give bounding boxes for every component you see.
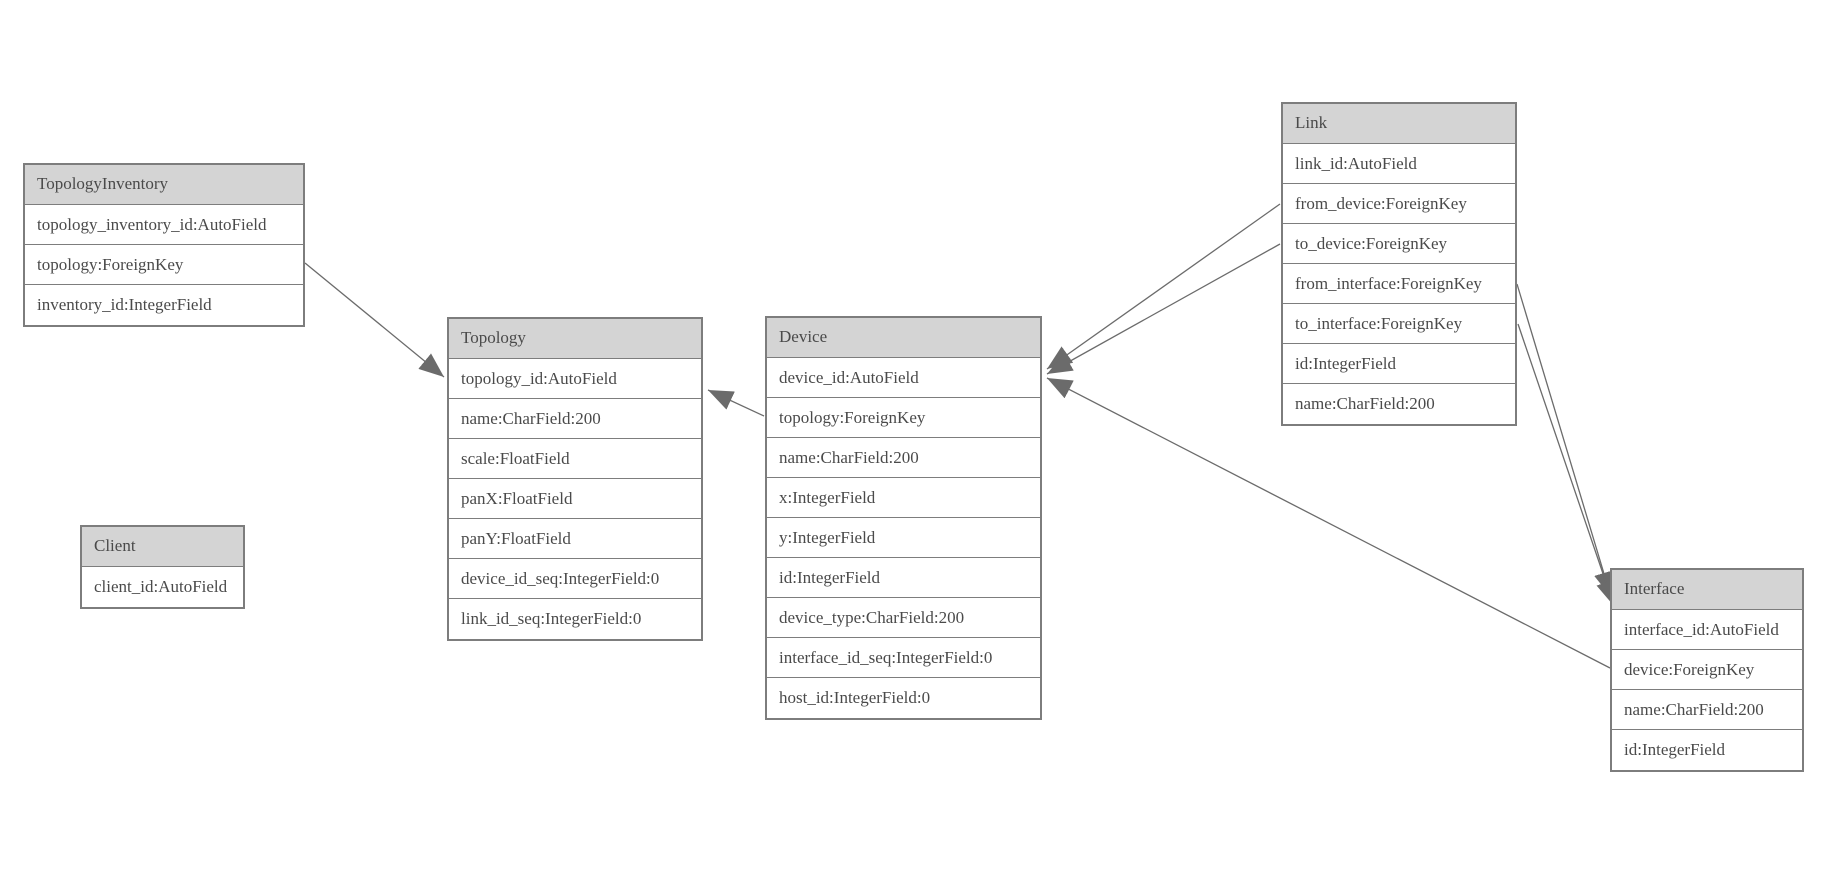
entity-field-row: scale:FloatField xyxy=(449,439,701,479)
entity-field-row: topology_inventory_id:AutoField xyxy=(25,205,303,245)
entity-field-row: y:IntegerField xyxy=(767,518,1040,558)
entity-title-client: Client xyxy=(82,527,243,567)
entity-field-row: inventory_id:IntegerField xyxy=(25,285,303,325)
entity-field-row: name:CharField:200 xyxy=(449,399,701,439)
entity-field-row: from_device:ForeignKey xyxy=(1283,184,1515,224)
relation-topologyinventory-topology-to-topology xyxy=(304,262,445,378)
entity-field-row: to_interface:ForeignKey xyxy=(1283,304,1515,344)
entity-field-row: panX:FloatField xyxy=(449,479,701,519)
entity-field-row: client_id:AutoField xyxy=(82,567,243,607)
entity-field-row: id:IntegerField xyxy=(1283,344,1515,384)
entity-title-topology: Topology xyxy=(449,319,701,359)
entity-field-row: to_device:ForeignKey xyxy=(1283,224,1515,264)
entity-title-device: Device xyxy=(767,318,1040,358)
relation-link-to_device-to-device xyxy=(1046,243,1281,375)
entity-field-row: host_id:IntegerField:0 xyxy=(767,678,1040,718)
entity-field-row: name:CharField:200 xyxy=(1612,690,1802,730)
entity-field-row: id:IntegerField xyxy=(767,558,1040,598)
entity-field-row: topology:ForeignKey xyxy=(767,398,1040,438)
entity-field-row: link_id_seq:IntegerField:0 xyxy=(449,599,701,639)
relation-link-to_interface-to-interface xyxy=(1517,323,1616,607)
entity-field-row: topology:ForeignKey xyxy=(25,245,303,285)
entity-field-row: topology_id:AutoField xyxy=(449,359,701,399)
relation-link-from_device-to-device xyxy=(1046,203,1281,370)
entity-title-link: Link xyxy=(1283,104,1515,144)
entity-field-row: device_type:CharField:200 xyxy=(767,598,1040,638)
entity-field-row: name:CharField:200 xyxy=(1283,384,1515,424)
entity-field-row: interface_id:AutoField xyxy=(1612,610,1802,650)
relation-link-from_interface-to-interface xyxy=(1516,283,1614,598)
entity-field-row: link_id:AutoField xyxy=(1283,144,1515,184)
entity-field-row: panY:FloatField xyxy=(449,519,701,559)
entity-field-row: interface_id_seq:IntegerField:0 xyxy=(767,638,1040,678)
relation-device-topology-to-topology xyxy=(707,389,765,417)
entity-field-row: x:IntegerField xyxy=(767,478,1040,518)
entity-field-row: name:CharField:200 xyxy=(767,438,1040,478)
entity-field-row: from_interface:ForeignKey xyxy=(1283,264,1515,304)
entity-field-row: device_id_seq:IntegerField:0 xyxy=(449,559,701,599)
entity-field-row: device:ForeignKey xyxy=(1612,650,1802,690)
entity-field-row: device_id:AutoField xyxy=(767,358,1040,398)
entity-field-row: id:IntegerField xyxy=(1612,730,1802,770)
entity-title-interface: Interface xyxy=(1612,570,1802,610)
entity-title-topologyinventory: TopologyInventory xyxy=(25,165,303,205)
